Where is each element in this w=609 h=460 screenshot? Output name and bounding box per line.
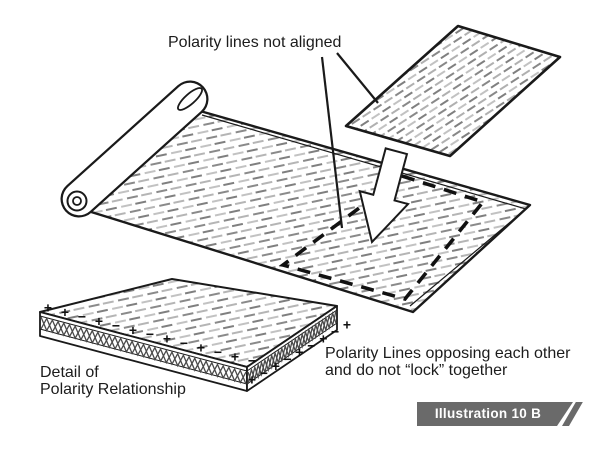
leader-line-to-sheet: [320, 56, 344, 229]
polarity-minus-symbol: −: [248, 353, 256, 369]
illustration-badge-label: Illustration 10 B: [434, 406, 542, 421]
label-detail-line2: Polarity Relationship: [40, 381, 186, 398]
leader-line-to-panel: [336, 52, 379, 104]
polarity-plus-symbol: +: [95, 313, 103, 329]
roll-end-cap: [177, 87, 203, 111]
polarity-plus-symbol: +: [231, 348, 239, 364]
polarity-plus-symbol: +: [248, 372, 256, 388]
polarity-minus-symbol: −: [331, 324, 339, 340]
material-roll: [60, 80, 209, 218]
label-polarity-opposing: Polarity Lines opposing each other and d…: [325, 345, 571, 379]
polarity-minus-symbol: −: [180, 335, 188, 351]
label-detail-of-polarity: Detail of Polarity Relationship: [40, 364, 186, 398]
label-opposing-line2: and do not “lock” together: [325, 362, 508, 379]
polarity-minus-symbol: −: [78, 309, 86, 325]
sheet-thickness-edge: [201, 114, 528, 307]
polarity-minus-symbol: −: [284, 351, 292, 367]
corrugation-zigzag: [247, 310, 337, 385]
detail-slab: [39, 278, 338, 392]
corrugation-zigzag: [40, 316, 247, 385]
polarity-minus-symbol: −: [260, 365, 268, 381]
label-detail-line1: Detail of: [40, 364, 99, 381]
polarity-symbols: ++−+−+−+−+−+−+−+−+−+−+: [44, 300, 351, 388]
polarity-plus-symbol: +: [129, 322, 137, 338]
polarity-minus-symbol: −: [146, 326, 154, 342]
roll-body: [62, 82, 207, 216]
polarity-plus-symbol: +: [44, 300, 52, 316]
corrugation-zigzag: [40, 316, 247, 385]
illustration-badge: Illustration 10 B: [417, 402, 573, 426]
polarity-minus-symbol: −: [112, 317, 120, 333]
slab-corrugated-core: [40, 310, 337, 385]
loose-panel-sheet: [344, 24, 562, 158]
polarity-plus-symbol: +: [343, 317, 351, 333]
polarity-plus-symbol: +: [163, 331, 171, 347]
polarity-minus-symbol: −: [214, 344, 222, 360]
placement-outline: [278, 174, 487, 302]
slab-right-face: [246, 305, 338, 392]
polarity-plus-symbol: +: [61, 304, 69, 320]
corrugation-zigzag: [247, 310, 337, 385]
polarity-plus-symbol: +: [295, 344, 303, 360]
polarity-plus-symbol: +: [197, 340, 205, 356]
label-polarity-not-aligned: Polarity lines not aligned: [168, 34, 342, 51]
placement-arrow-icon: [358, 147, 410, 245]
label-opposing-line1: Polarity Lines opposing each other: [325, 345, 571, 362]
polarity-minus-symbol: −: [307, 337, 315, 353]
polarity-plus-symbol: +: [272, 358, 280, 374]
roll-core-hole: [72, 196, 82, 206]
polarity-plus-symbol: +: [319, 331, 327, 347]
